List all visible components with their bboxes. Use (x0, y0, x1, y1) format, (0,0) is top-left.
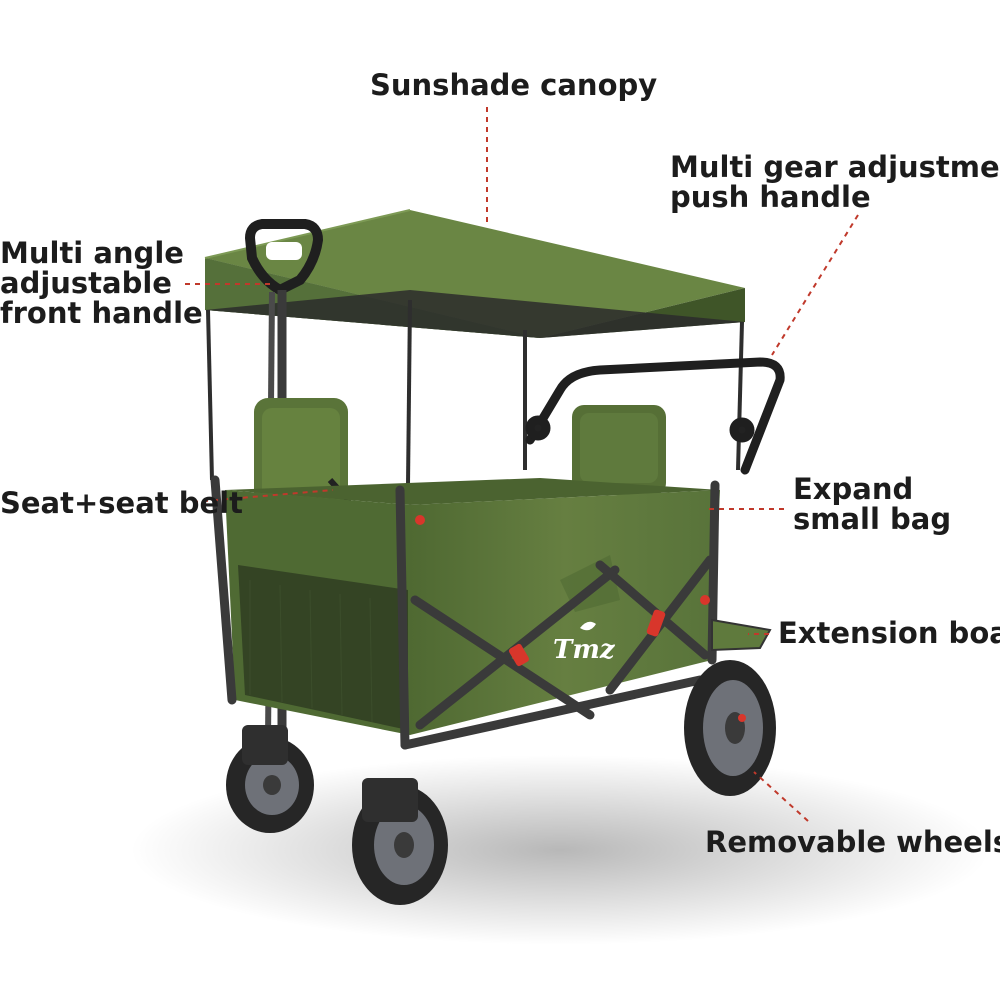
label-small-bag: Expand small bag (793, 472, 952, 536)
label-extension-board: Extension board (778, 616, 1000, 650)
canopy-poles (206, 299, 744, 486)
leader-lines (185, 107, 859, 822)
label-front-handle: Multi angle adjustable front handle (0, 236, 203, 330)
red-latches (415, 515, 710, 667)
svg-text:Tmz: Tmz (553, 635, 616, 665)
rear-right-wheel (684, 660, 776, 796)
sunshade-canopy (204, 209, 745, 338)
label-push-handle: Multi gear adjustment push handle (670, 150, 1000, 214)
push-handle (525, 357, 785, 475)
front-wheel (352, 778, 448, 905)
label-seat-belt: Seat+seat belt (0, 486, 243, 520)
tmz-logo: Tmz (553, 621, 616, 665)
rear-seat (572, 405, 666, 495)
label-removable-wheels: Removable wheels (705, 825, 1000, 859)
rear-left-wheel (226, 725, 314, 833)
ground-shadow (130, 755, 990, 945)
label-sunshade-canopy: Sunshade canopy (370, 68, 658, 102)
extension-board (711, 618, 772, 652)
